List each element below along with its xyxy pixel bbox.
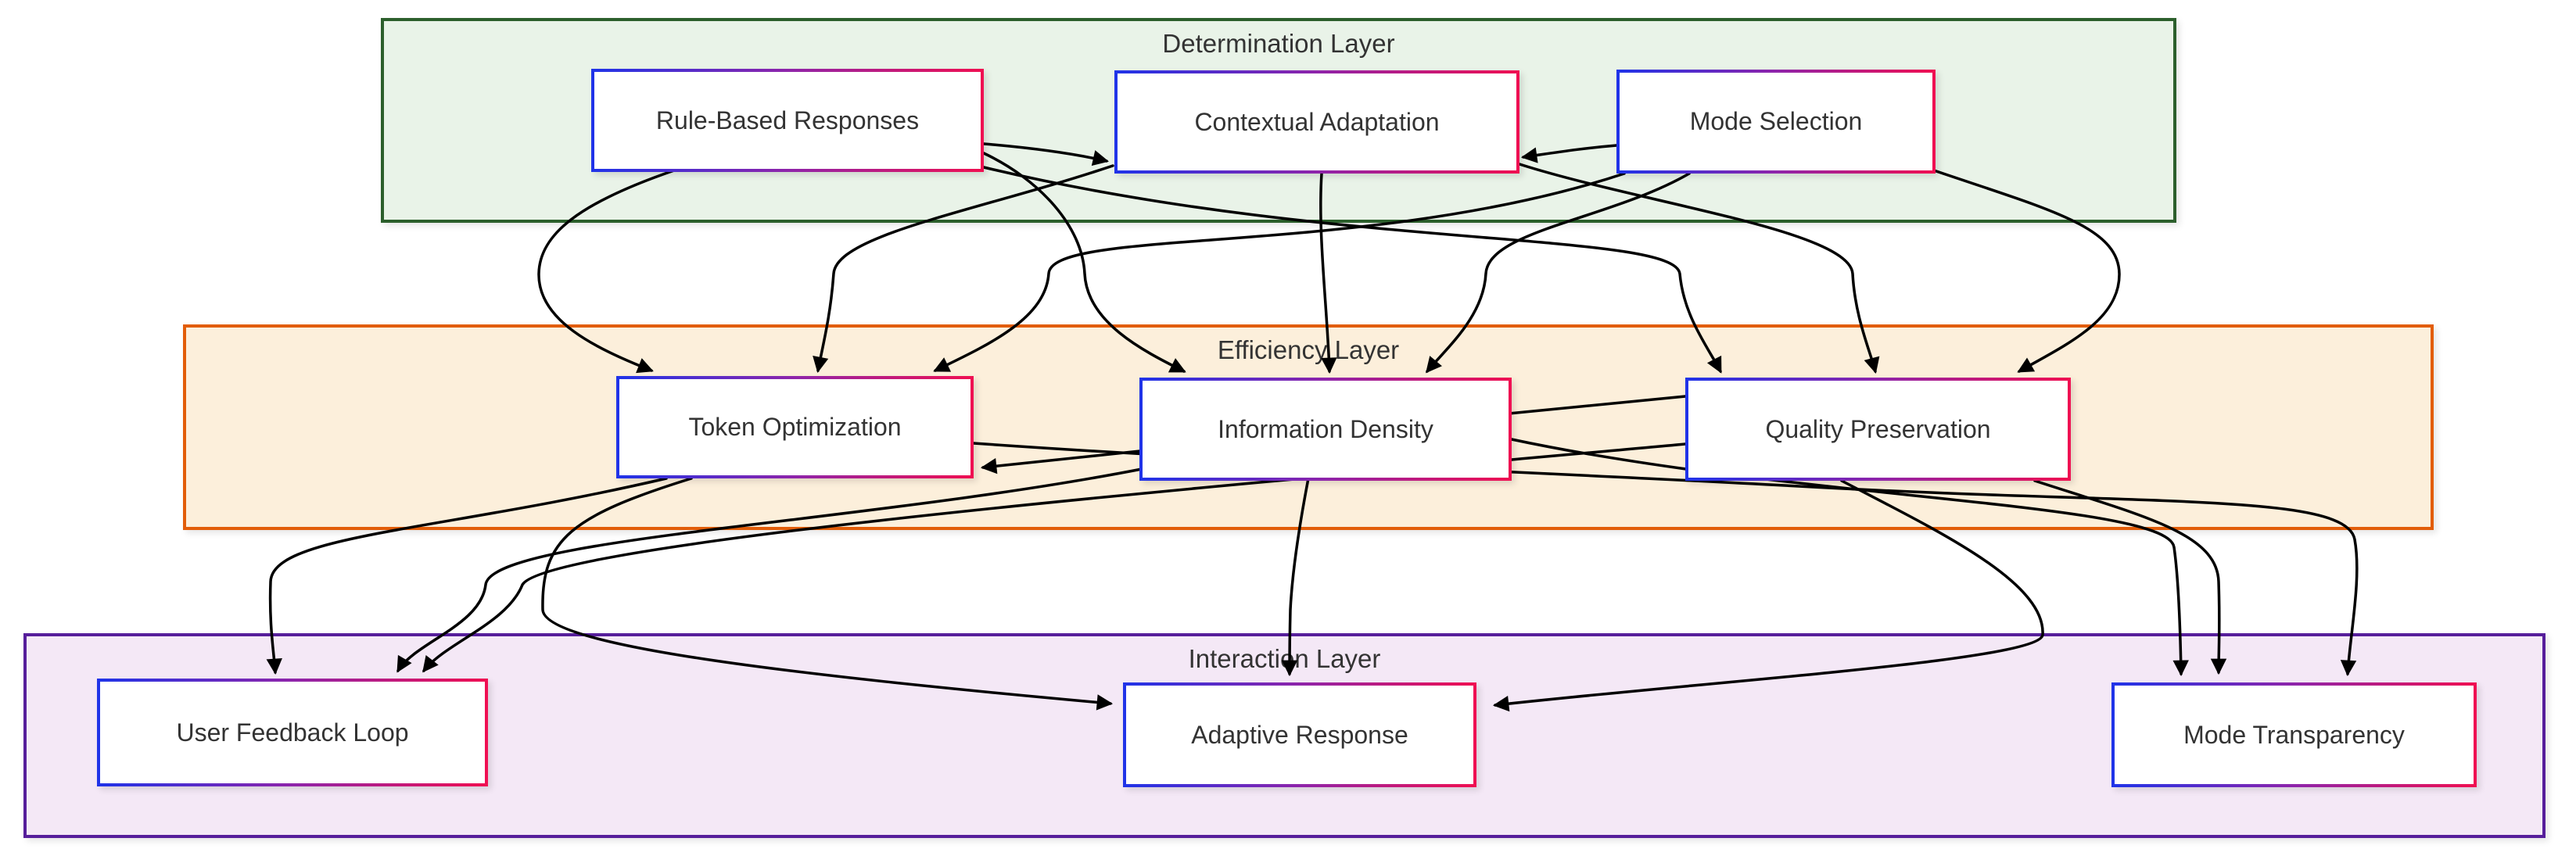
node-adaptive-response: Adaptive Response [1123, 682, 1476, 787]
layer-title-determination: Determination Layer [1162, 29, 1395, 58]
node-label: Token Optimization [688, 413, 902, 441]
node-rule-based-responses: Rule-Based Responses [591, 69, 984, 172]
node-contextual-adaptation: Contextual Adaptation [1114, 70, 1519, 174]
node-information-density: Information Density [1139, 378, 1512, 481]
node-label: Mode Transparency [2183, 720, 2405, 749]
node-quality-preservation: Quality Preservation [1685, 378, 2071, 481]
node-label: Rule-Based Responses [655, 106, 920, 134]
layer-title-efficiency: Efficiency Layer [1217, 335, 1400, 364]
node-mode-transparency: Mode Transparency [2111, 682, 2477, 787]
layer-title-interaction: Interaction Layer [1188, 644, 1381, 673]
node-label: Contextual Adaptation [1194, 107, 1440, 136]
node-label: Quality Preservation [1765, 414, 1991, 443]
node-label: Information Density [1218, 414, 1433, 443]
node-label: Adaptive Response [1191, 720, 1408, 749]
node-user-feedback-loop: User Feedback Loop [97, 679, 488, 786]
node-label: User Feedback Loop [176, 718, 409, 747]
node-mode-selection: Mode Selection [1616, 70, 1936, 174]
node-token-optimization: Token Optimization [616, 376, 974, 478]
node-label: Mode Selection [1689, 107, 1863, 135]
